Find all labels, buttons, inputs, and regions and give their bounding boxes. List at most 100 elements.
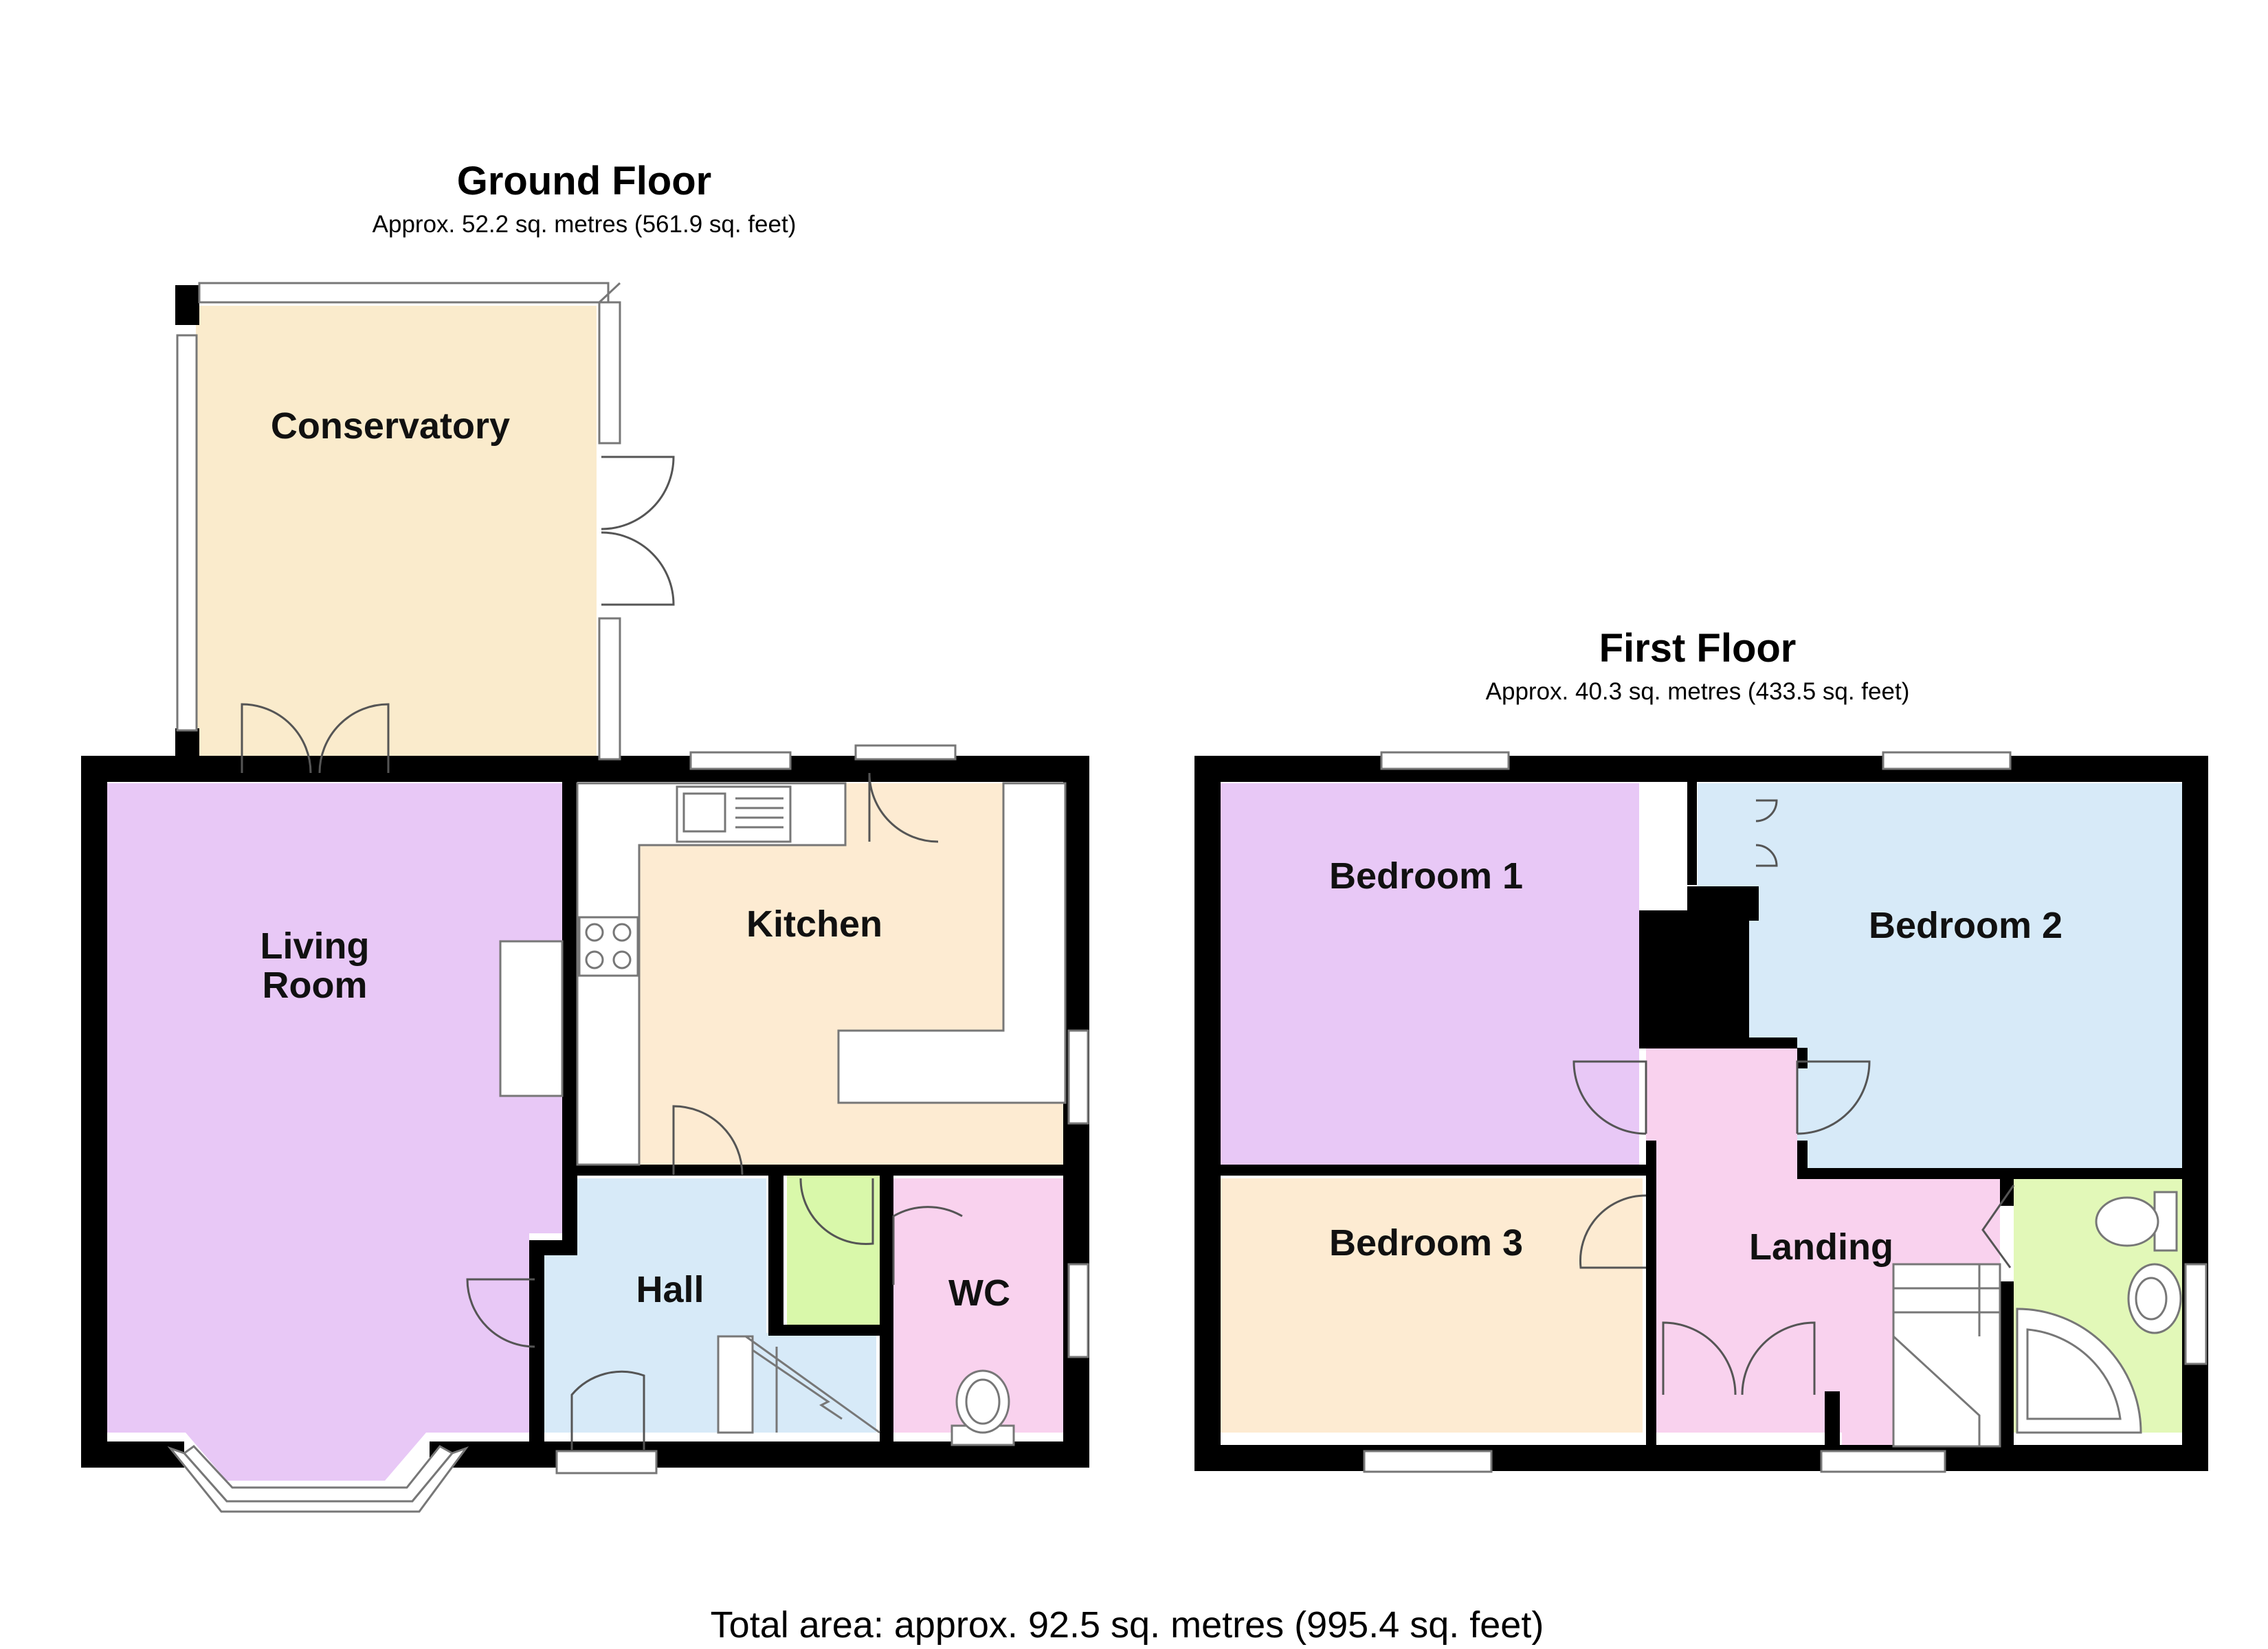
wc-window [1067, 1263, 1089, 1358]
ground-floor-plan: Ground Floor Approx. 52.2 sq. metres (56… [81, 159, 1089, 1513]
sink-bowl [682, 792, 726, 833]
front-door-frame [555, 1450, 658, 1474]
ground-wall [81, 756, 107, 1467]
french-door-icon [601, 531, 675, 606]
first-wall [1639, 1037, 1797, 1048]
hob-ring [585, 923, 604, 942]
toilet-icon [2095, 1196, 2159, 1247]
front-door-icon [570, 1370, 645, 1450]
ground-floor-title: Ground Floor [457, 159, 712, 203]
conservatory-window [176, 334, 198, 732]
hall-label: Hall [636, 1269, 704, 1310]
bedroom-3-room [1220, 1178, 1643, 1433]
cupboard-door-icon [1662, 1321, 1737, 1395]
door-icon [1579, 1194, 1647, 1269]
french-door-icon [241, 703, 312, 774]
corner-bath-icon [2016, 1308, 2142, 1434]
ground-wall [81, 1442, 184, 1468]
ground-wall [768, 1325, 885, 1336]
door-icon [1572, 1060, 1647, 1135]
hob-ring [612, 950, 632, 969]
ground-wall [175, 285, 199, 325]
kitchen-back-door-frame [854, 744, 957, 761]
conservatory-room [196, 306, 597, 763]
ground-wall [529, 1240, 544, 1443]
first-wall [1687, 886, 1749, 1048]
french-door-icon [601, 456, 675, 530]
bathroom-window [2184, 1263, 2208, 1365]
bedroom-1-window [1380, 751, 1510, 770]
kitchen-side-window [1067, 1029, 1089, 1125]
toilet-icon [965, 1378, 1001, 1425]
door-icon [892, 1206, 963, 1285]
ground-wall [576, 1165, 1064, 1176]
conservatory-frame-corner [598, 282, 621, 304]
kitchen-label: Kitchen [746, 904, 882, 945]
first-wall [1797, 1168, 2182, 1179]
conservatory-window [198, 282, 610, 304]
ground-floor-area: Approx. 52.2 sq. metres (561.9 sq. feet) [373, 211, 797, 238]
door-icon [1796, 1060, 1871, 1135]
stairs-icon [1892, 1335, 1981, 1446]
door-icon [466, 1278, 535, 1348]
first-wall [1220, 1165, 1646, 1176]
stairs-icon [745, 1335, 880, 1434]
kitchen-window [689, 751, 792, 770]
first-wall [1749, 886, 1759, 921]
french-door-icon [318, 703, 390, 774]
living-room-label: Room [263, 965, 368, 1006]
first-wall [1646, 1141, 1656, 1446]
hob-ring [612, 923, 632, 942]
total-area: Total area: approx. 92.5 sq. metres (995… [711, 1604, 1544, 1646]
first-wall [1797, 1048, 1808, 1068]
bifold-door-icon [1981, 1185, 2015, 1268]
stairs-icon [717, 1335, 754, 1434]
living-room-label: Living [260, 926, 370, 967]
first-wall [1194, 1445, 2208, 1471]
toilet-icon [955, 1369, 1010, 1434]
stairs-icon [752, 1349, 843, 1420]
cupboard-door-icon [1741, 1321, 1816, 1395]
bedroom-2-cupboard [1698, 783, 1756, 883]
conservatory-window [598, 301, 621, 445]
kitchen-worktop [837, 782, 1067, 1104]
bedroom-3-window [1363, 1450, 1493, 1473]
basin-icon [2135, 1277, 2168, 1321]
understairs-cupboard [787, 1171, 880, 1326]
landing-room [1646, 1048, 2000, 1450]
first-floor-area: Approx. 40.3 sq. metres (433.5 sq. feet) [1486, 678, 1910, 705]
conservatory-window [598, 617, 621, 761]
first-wall [1687, 782, 1697, 885]
stairs-icon [1892, 1263, 2001, 1448]
cupboard-door-icon [1755, 844, 1778, 867]
first-wall [1639, 910, 1687, 1048]
first-wall [2000, 1281, 2014, 1446]
living-room [107, 783, 564, 1481]
cupboard-door-icon [1755, 799, 1778, 822]
landing-label: Landing [1749, 1226, 1893, 1268]
ground-wall [768, 1168, 783, 1333]
bedroom-1-room [1220, 783, 1639, 1165]
bedroom-2-label: Bedroom 2 [1869, 905, 2063, 946]
wc-label: WC [948, 1272, 1010, 1314]
first-wall [1646, 1395, 1656, 1446]
bedroom-2-window [1882, 751, 2012, 770]
chimney-breast [499, 940, 564, 1097]
conservatory-label: Conservatory [271, 405, 510, 447]
door-icon [868, 772, 939, 843]
door-icon [672, 1105, 744, 1176]
first-wall [1194, 756, 1221, 1470]
hob-ring [585, 950, 604, 969]
bay-window-sill [167, 1446, 469, 1513]
ground-wall [562, 782, 577, 1253]
ground-wall [175, 728, 199, 770]
first-wall [1797, 1141, 1808, 1168]
first-wall [1194, 756, 2208, 782]
bedroom-3-label: Bedroom 3 [1329, 1222, 1523, 1264]
door-icon [799, 1178, 874, 1246]
corner-bath-icon [2026, 1328, 2122, 1420]
landing-window [1820, 1450, 1946, 1473]
ground-wall [880, 1168, 893, 1443]
first-wall [1825, 1391, 1840, 1446]
